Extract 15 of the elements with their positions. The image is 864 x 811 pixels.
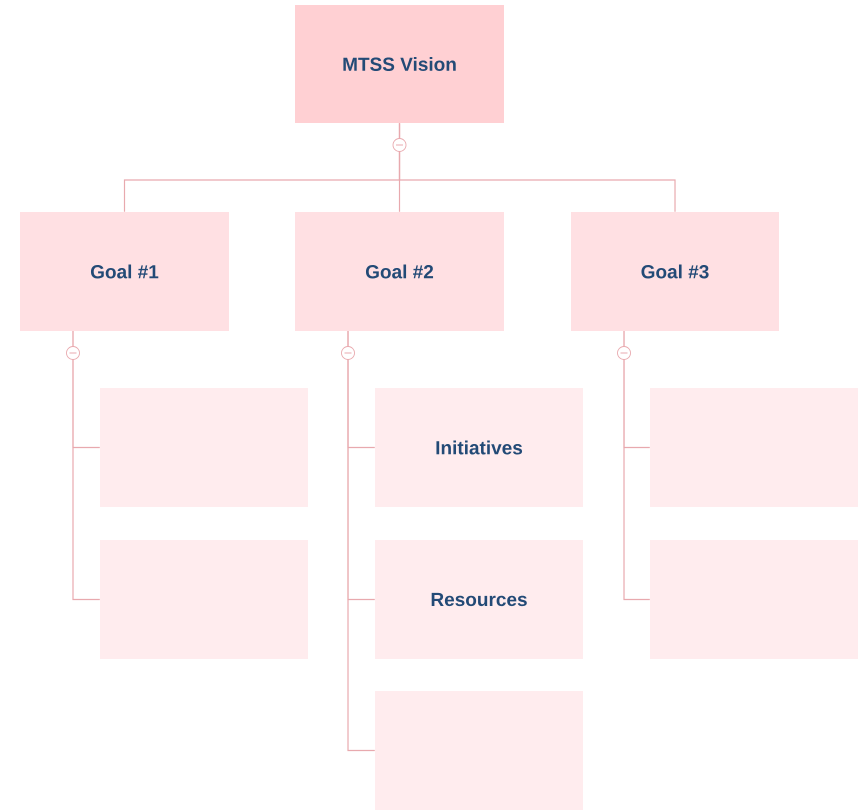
connector-line xyxy=(398,123,676,212)
goal-box: Goal #1 xyxy=(20,212,229,331)
empty-box xyxy=(375,691,583,810)
empty-box xyxy=(100,388,308,507)
empty-box xyxy=(650,540,858,659)
connector-line xyxy=(623,331,650,600)
item-box: Initiatives xyxy=(375,388,583,507)
vision-box: MTSS Vision xyxy=(295,5,504,123)
connector-line xyxy=(72,331,100,600)
empty-box xyxy=(100,540,308,659)
connector-line xyxy=(347,331,375,752)
empty-box xyxy=(650,388,858,507)
item-box: Resources xyxy=(375,540,583,659)
goal-box: Goal #2 xyxy=(295,212,504,331)
goal-box: Goal #3 xyxy=(571,212,780,331)
